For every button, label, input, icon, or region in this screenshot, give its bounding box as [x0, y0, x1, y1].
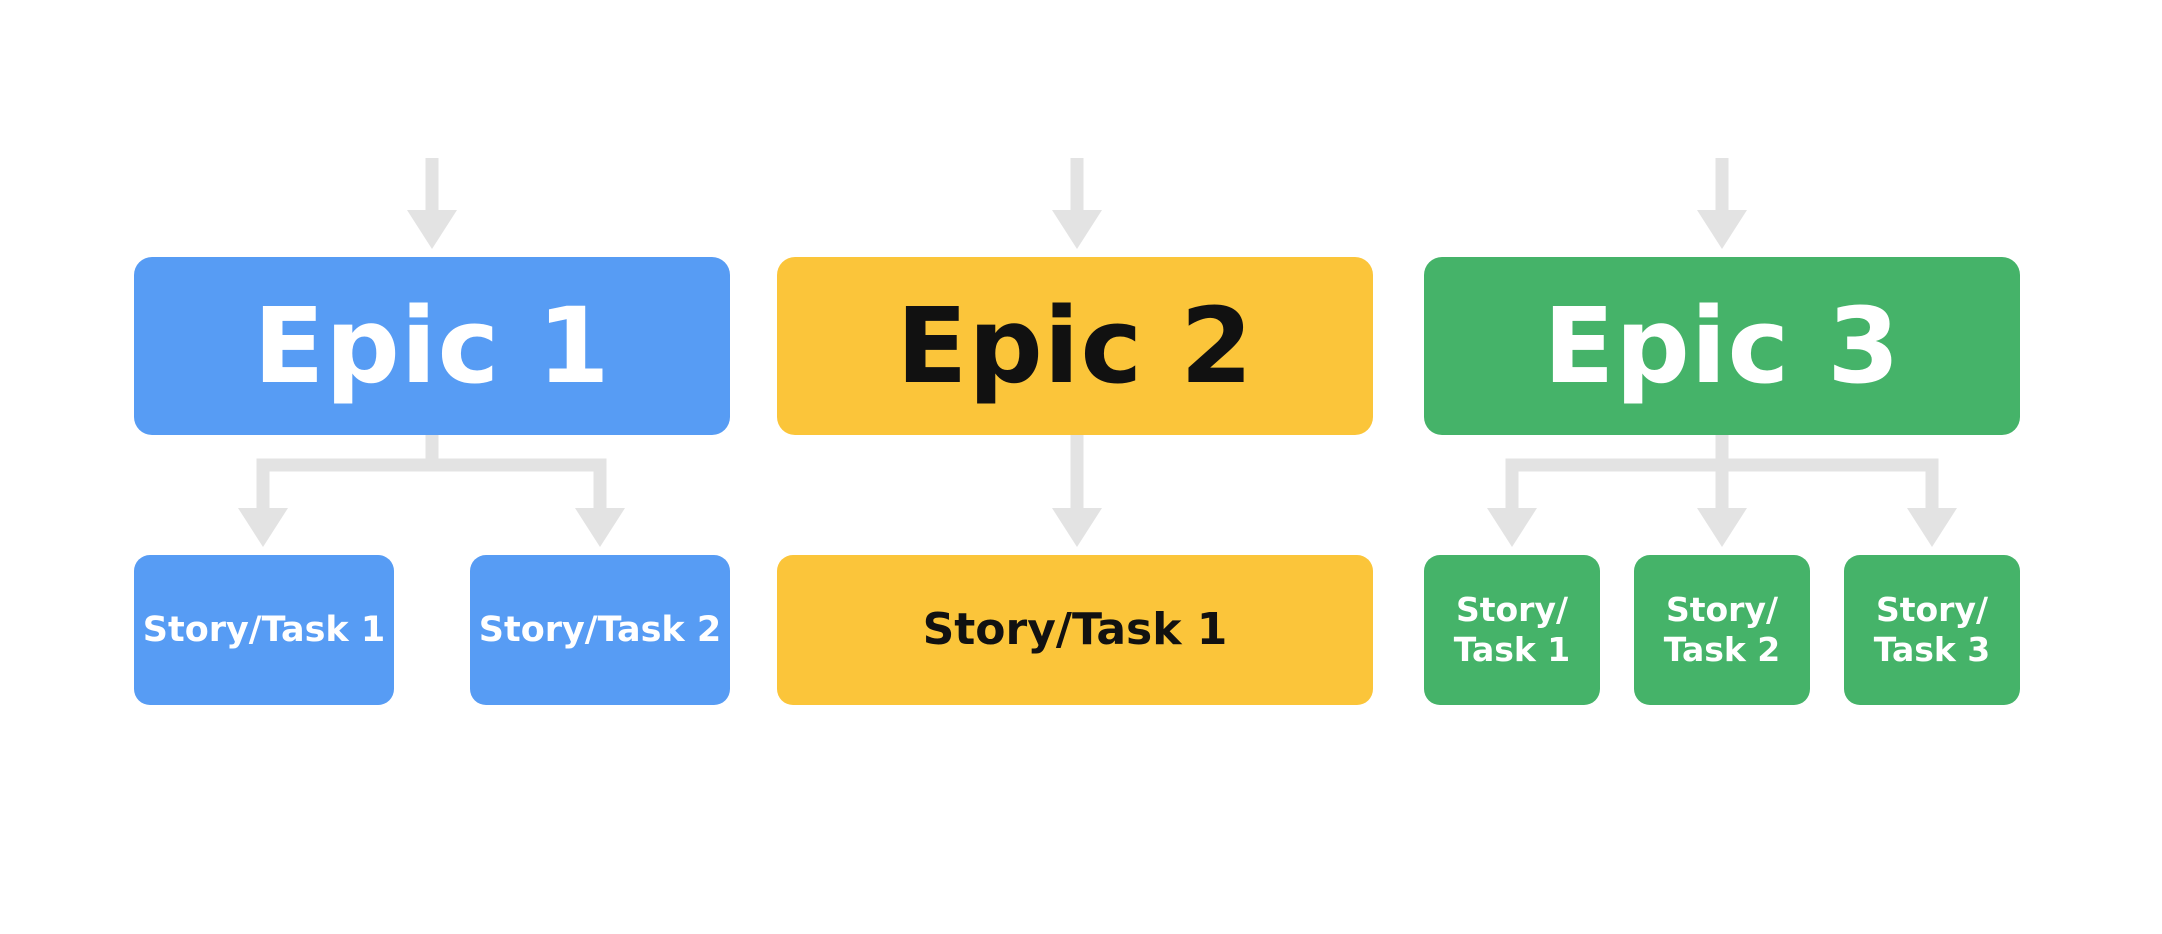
epic-2-box: Epic 2 — [777, 257, 1373, 435]
epic-3-story-1-label: Story/ Task 1 — [1453, 590, 1571, 669]
epic-2-story-1-label: Story/Task 1 — [922, 603, 1228, 655]
epic-1-story-2-box: Story/Task 2 — [470, 555, 730, 705]
epic-3-story-3-label: Story/ Task 3 — [1873, 590, 1991, 669]
arrowhead-story-3-2 — [1697, 508, 1747, 547]
arrowhead-story-3-1 — [1487, 508, 1537, 547]
epic-1-label: Epic 1 — [253, 284, 611, 407]
epic-1-story-2-label: Story/Task 2 — [478, 610, 722, 650]
epic-1-box: Epic 1 — [134, 257, 730, 435]
arrowhead-story-1-1 — [238, 508, 288, 547]
arrowhead-epic-3 — [1697, 210, 1747, 249]
epic-2-label: Epic 2 — [896, 284, 1254, 407]
epic-3-story-1-box: Story/ Task 1 — [1424, 555, 1600, 705]
epic-3-box: Epic 3 — [1424, 257, 2020, 435]
branch-epic-3 — [1505, 458, 1939, 518]
epic-3-story-2-box: Story/ Task 2 — [1634, 555, 1810, 705]
arrowhead-epic-1 — [407, 210, 457, 249]
epic-2-story-1-box: Story/Task 1 — [777, 555, 1373, 705]
arrowhead-story-2-1 — [1052, 508, 1102, 547]
epic-1-story-1-box: Story/Task 1 — [134, 555, 394, 705]
arrowhead-story-3-3 — [1907, 508, 1957, 547]
branch-epic-1 — [256, 458, 607, 518]
epic-3-story-3-box: Story/ Task 3 — [1844, 555, 2020, 705]
arrowhead-epic-2 — [1052, 210, 1102, 249]
epic-1-story-1-label: Story/Task 1 — [142, 610, 386, 650]
arrowhead-story-1-2 — [575, 508, 625, 547]
epic-3-label: Epic 3 — [1543, 284, 1901, 407]
epic-3-story-2-label: Story/ Task 2 — [1663, 590, 1781, 669]
